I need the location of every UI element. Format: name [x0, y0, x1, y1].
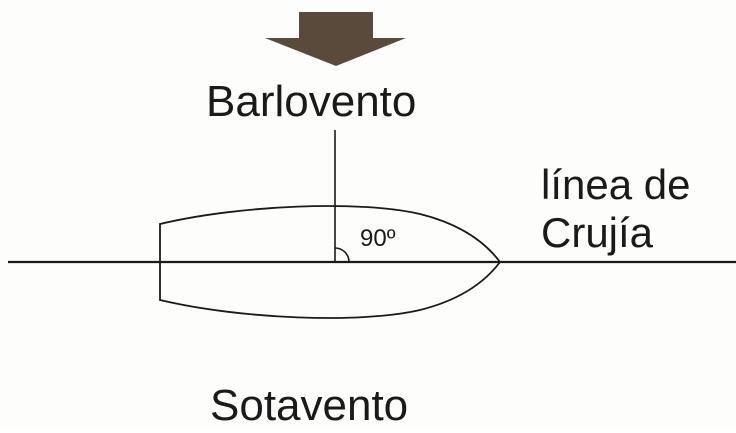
- windward-label: Barlovento: [206, 77, 417, 126]
- boat-hull: [159, 205, 502, 319]
- centerline-label-line1: línea de: [541, 161, 691, 208]
- leeward-label: Sotavento: [210, 381, 409, 430]
- down-arrow-icon: [265, 12, 406, 66]
- right-angle-arc: [334, 247, 350, 263]
- centerline-label-line2: Crujía: [541, 209, 654, 256]
- angle-label: 90º: [360, 225, 396, 252]
